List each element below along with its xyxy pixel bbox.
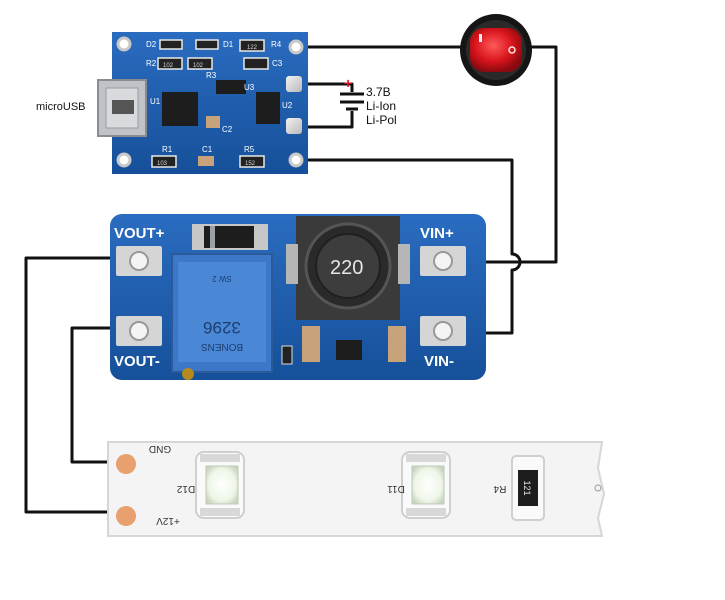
charger-ic-u1 (162, 92, 198, 126)
silk-u1: U1 (150, 97, 161, 106)
charger-batt-minus-pad (286, 118, 302, 134)
silk-r5: R5 (244, 145, 255, 154)
boost-module: 220 3296 BONENS SW 2 VOUT+ VOUT- VIN+ VI… (110, 214, 486, 380)
boost-ic (336, 340, 362, 360)
led-strip: GND +12V D12 D11 121 R4 (107, 441, 606, 537)
vin-minus-label: VIN- (424, 353, 454, 370)
led-d12: D12 (176, 451, 245, 519)
silk-r1: R1 (162, 145, 173, 154)
v12-pad (116, 506, 136, 526)
wire-battery-minus (297, 111, 354, 129)
charger-smd-parts (151, 39, 269, 168)
wire-vout-minus-to-gnd (70, 326, 112, 464)
battery-voltage: 3.7B (366, 85, 391, 99)
pot-brand: BONENS (201, 341, 244, 352)
vin-plus-label: VIN+ (420, 225, 454, 242)
r4-value: 121 (522, 480, 532, 495)
battery-plus-sign: + (344, 75, 352, 91)
vout-minus-label: VOUT- (114, 353, 160, 370)
battery-symbol: + 3.7B Li-Ion Li-Pol (340, 75, 397, 127)
charger-cap-c2 (206, 116, 220, 128)
inductor-value: 220 (330, 257, 363, 279)
silk-c3: C3 (272, 59, 283, 68)
boost-resistor (281, 345, 293, 365)
silk-r3: R3 (206, 71, 217, 80)
r4-label: R4 (493, 483, 506, 494)
charger-ic-u2 (256, 92, 280, 124)
silk-c1: C1 (202, 145, 213, 154)
silk-c2: C2 (222, 125, 233, 134)
charger-cap-c1 (198, 156, 214, 166)
gnd-pad (116, 454, 136, 474)
pot-model: 3296 (203, 318, 241, 337)
wire-battery-plus (297, 82, 354, 92)
rocker-switch-icon (460, 14, 532, 86)
d12-label: D12 (176, 483, 195, 494)
gnd-label: GND (149, 443, 171, 454)
silk-d2: D2 (146, 40, 157, 49)
charger-ic-u3 (216, 80, 246, 94)
chip-mark-2: 102 (193, 63, 204, 69)
charger-batt-plus-pad (286, 76, 302, 92)
trim-potentiometer: 3296 BONENS SW 2 (171, 253, 273, 380)
silk-r2: R2 (146, 59, 157, 68)
wire-vout-plus-to-12v (24, 256, 112, 514)
led-d11: D11 (387, 451, 451, 519)
boost-inductor: 220 (286, 216, 410, 320)
boost-cap-1 (302, 326, 320, 362)
wires (24, 45, 558, 514)
charger-module: microUSB D2 D1 R4 R2 R3 C3 U1 U3 U2 (36, 32, 308, 174)
pot-marking: SW 2 (212, 274, 232, 283)
chip-mark-3: 122 (247, 45, 258, 51)
boost-cap-2 (388, 326, 406, 362)
silk-u2: U2 (282, 101, 293, 110)
micro-usb-label: microUSB (36, 101, 86, 113)
chip-mark-4: 103 (157, 161, 168, 167)
v12-label: +12V (156, 515, 180, 526)
silk-d1: D1 (223, 40, 234, 49)
wire-charger-to-vin-minus (297, 158, 522, 335)
d11-label: D11 (387, 483, 405, 494)
charger-mounting-holes (116, 36, 304, 168)
resistor-r4: 121 R4 (493, 455, 545, 521)
silk-r4: R4 (271, 40, 282, 49)
chip-mark-5: 152 (245, 161, 256, 167)
boost-pads (116, 246, 466, 346)
strip-edge-mark (594, 484, 602, 492)
vout-plus-label: VOUT+ (114, 225, 165, 242)
silk-u3: U3 (244, 83, 255, 92)
battery-type-1: Li-Ion (366, 99, 396, 113)
battery-type-2: Li-Pol (366, 113, 397, 127)
chip-mark-1: 102 (163, 63, 174, 69)
